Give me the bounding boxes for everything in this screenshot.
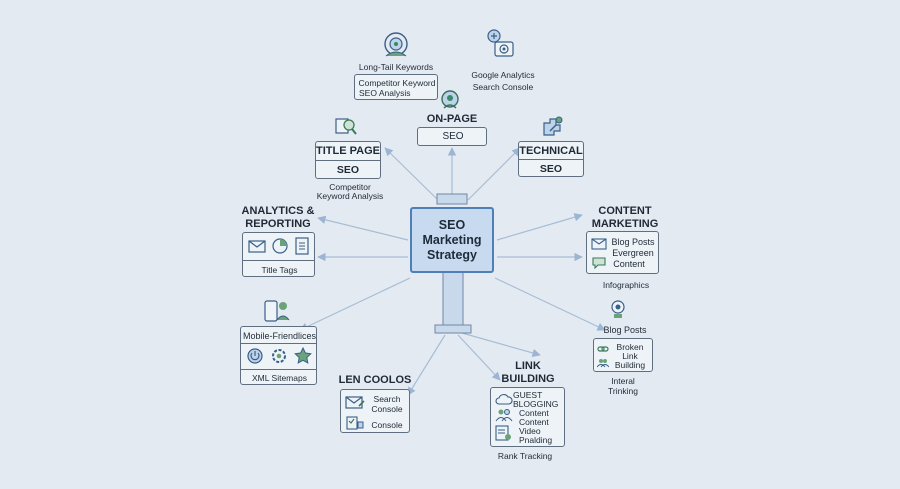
central-pillar [434, 193, 472, 334]
title-page-title: TITLE PAGE [316, 145, 380, 157]
content-title-1: CONTENT [598, 205, 652, 217]
connector-link [457, 334, 501, 381]
blog-title: Blog Posts [603, 325, 647, 335]
len-item-3: Console [371, 420, 403, 430]
checklist-icon [346, 416, 364, 430]
link-item-2: BLOGGING [513, 399, 559, 409]
content-item-2: Evergreen [612, 248, 654, 258]
technical-seo: SEO [539, 163, 563, 175]
people-icon-2 [495, 409, 513, 422]
mobile-users-icon [264, 300, 290, 322]
competitor-line-2: SEO Analysis [359, 88, 411, 98]
center-line-1: SEO [438, 218, 466, 232]
chain-link-icon [597, 346, 609, 352]
analytics-box[interactable]: Title Tags [242, 232, 315, 277]
len-item-1: Search [373, 394, 401, 404]
seo-head-icon [441, 90, 459, 109]
gear-icon [272, 349, 286, 363]
onpage-box[interactable]: SEO [417, 127, 487, 146]
link-item-1: GUEST [513, 390, 543, 400]
center-line-2: Marketing [422, 233, 482, 247]
seo-magnifier-icon [335, 118, 357, 135]
link-title-2: BUILDING [501, 373, 555, 385]
analytics-gear-icon [487, 29, 514, 57]
blog-item-3: Building [614, 360, 646, 370]
link-item-3: Content [519, 408, 549, 418]
content-title-2: MARKETING [591, 218, 659, 230]
analytics-caption: Title Tags [261, 265, 298, 275]
analytics-title-2: REPORTING [245, 218, 311, 230]
target-person-icon [384, 32, 408, 57]
analysis-bulb-icon [611, 300, 625, 318]
content-item-3: Content [613, 259, 645, 269]
blog-box[interactable]: Broken Link Building [593, 338, 653, 372]
link-item-6: Pnalding [519, 435, 553, 445]
video-icon [495, 425, 511, 441]
email-icon [248, 240, 266, 253]
blog-below-2: Trinking [608, 386, 638, 396]
connector-analytics [317, 215, 409, 241]
title-page-sub-2: Keyword Analysis [316, 191, 384, 201]
connector-title-page [384, 147, 439, 201]
blog-item-2: Link [622, 351, 638, 361]
onpage-seo: SEO [442, 131, 464, 142]
blog-email-icon [591, 238, 607, 250]
puzzle-tools-icon [543, 116, 563, 136]
blog-item-1: Broken [616, 342, 644, 352]
competitor-line-1: Competitor Keyword [358, 78, 436, 88]
technical-box[interactable]: TECHNICAL SEO [518, 141, 584, 177]
link-caption: Rank Tracking [497, 451, 553, 461]
len-coolos-box[interactable]: Search Console Console [340, 389, 410, 433]
content-item-1: Blog Posts [611, 237, 655, 247]
ga-line-2: Search Console [472, 82, 534, 92]
connector-content [496, 213, 583, 241]
competitor-box[interactable]: Competitor Keyword SEO Analysis [354, 74, 438, 100]
connector-blog [494, 277, 606, 331]
mobile-title: Mobile-Friendlices [242, 331, 317, 341]
content-box[interactable]: Blog Posts Evergreen Content [586, 231, 659, 274]
mobile-box[interactable]: Mobile-Friendlices XML Sitemaps [240, 326, 317, 385]
pie-chart-icon [272, 238, 288, 254]
chat-icon [592, 257, 606, 269]
technical-title: TECHNICAL [519, 145, 583, 157]
len-coolos-title: LEN COOLOS [338, 374, 412, 386]
center-line-3: Strategy [426, 248, 478, 262]
link-item-5: Video [519, 426, 541, 436]
mobile-caption: XML Sitemaps [252, 373, 307, 383]
people-icon [597, 359, 609, 368]
power-icon [247, 348, 263, 364]
connector-mobile [299, 277, 411, 331]
link-title-1: LINK [515, 360, 541, 372]
title-page-sub-1: Competitor [329, 182, 371, 192]
connector-len [407, 334, 446, 396]
link-item-4: Content [519, 417, 549, 427]
long-tail-label: Long-Tail Keywords [358, 62, 434, 72]
center-node[interactable]: SEO Marketing Strategy [410, 207, 494, 273]
document-icon [295, 237, 309, 255]
link-box[interactable]: GUEST BLOGGING Content Content Video Pna… [490, 387, 565, 447]
analytics-title-1: ANALYTICS & [241, 205, 315, 217]
len-item-2: Console [371, 404, 403, 414]
ga-line-1: Google Analytics [471, 70, 535, 80]
cloud-icon [495, 394, 513, 405]
star-icon [294, 347, 312, 364]
connector-link-2 [461, 332, 541, 357]
connector-technical [467, 147, 521, 201]
onpage-title: ON-PAGE [426, 113, 478, 125]
email-icon-2 [345, 396, 365, 409]
title-page-box[interactable]: TITLE PAGE SEO [315, 141, 381, 179]
title-page-seo: SEO [336, 164, 360, 176]
blog-below-1: Interal [611, 376, 635, 386]
content-below: Infographics [602, 280, 650, 290]
